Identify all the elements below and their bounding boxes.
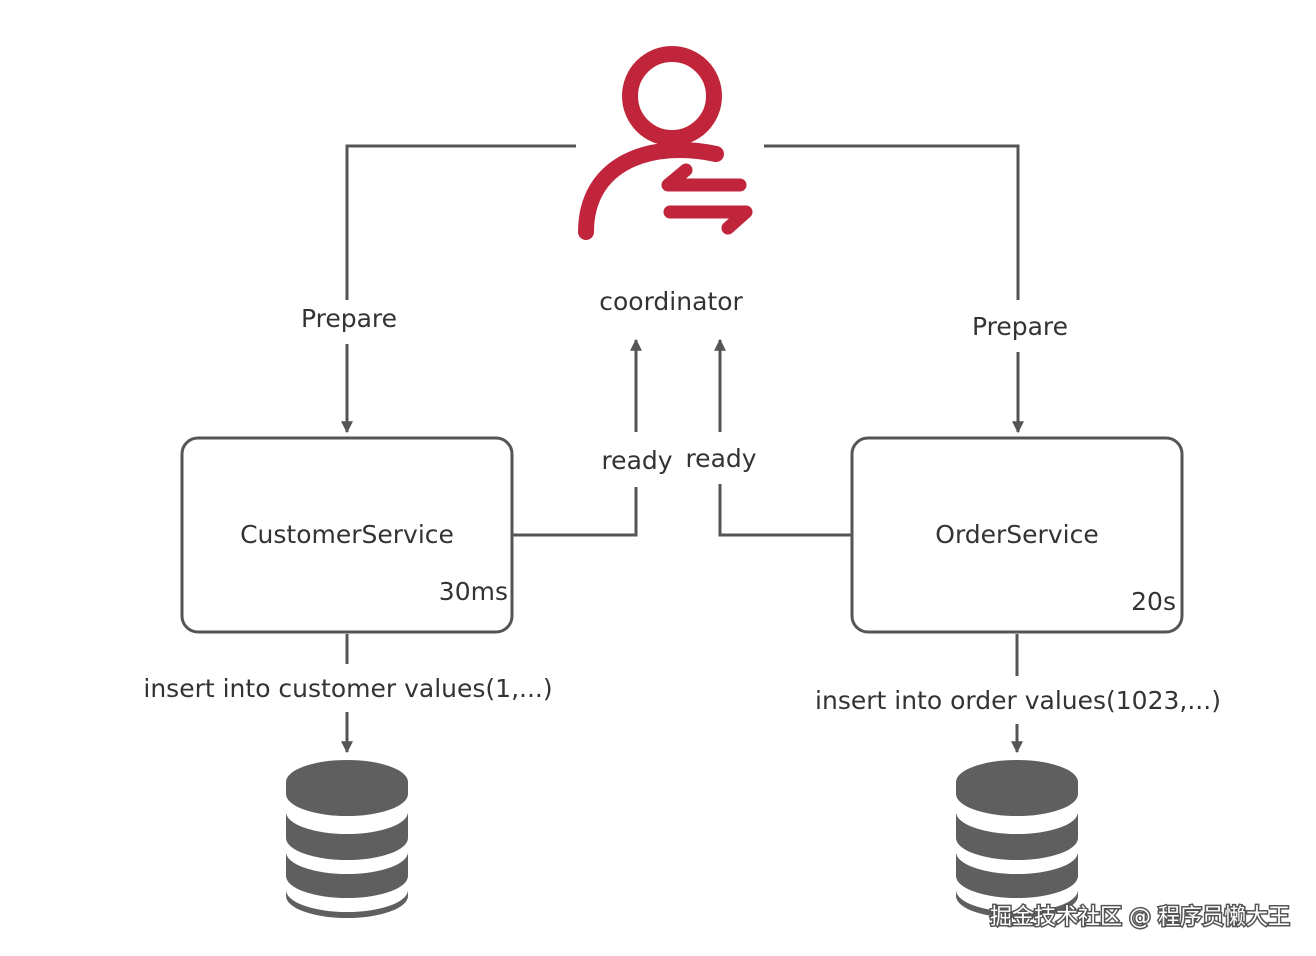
ready-label-left: ready (601, 446, 672, 475)
ready-edge-right (714, 338, 852, 537)
prepare-edge-left (341, 144, 576, 434)
ready-edge-left (512, 338, 642, 537)
order-service-node: OrderService 20s (850, 436, 1184, 634)
insert-label-left: insert into customer values(1,...) (143, 674, 552, 703)
customer-service-name: CustomerService (240, 520, 454, 549)
order-service-latency: 20s (1131, 587, 1176, 616)
watermark: 掘金技术社区 @ 程序员懒大王 (990, 905, 1290, 930)
coordinator-label: coordinator (599, 287, 743, 316)
prepare-label-left: Prepare (301, 304, 397, 333)
prepare-label-right: Prepare (972, 312, 1068, 341)
insert-label-right: insert into order values(1023,...) (815, 686, 1221, 715)
ready-label-right: ready (685, 444, 756, 473)
coordinator-icon (578, 46, 753, 240)
database-icon-right (956, 760, 1078, 918)
customer-service-node: CustomerService 30ms (180, 436, 514, 634)
customer-service-latency: 30ms (439, 577, 508, 606)
database-icon-left (286, 760, 408, 918)
prepare-edge-right (764, 144, 1024, 434)
order-service-name: OrderService (935, 520, 1098, 549)
